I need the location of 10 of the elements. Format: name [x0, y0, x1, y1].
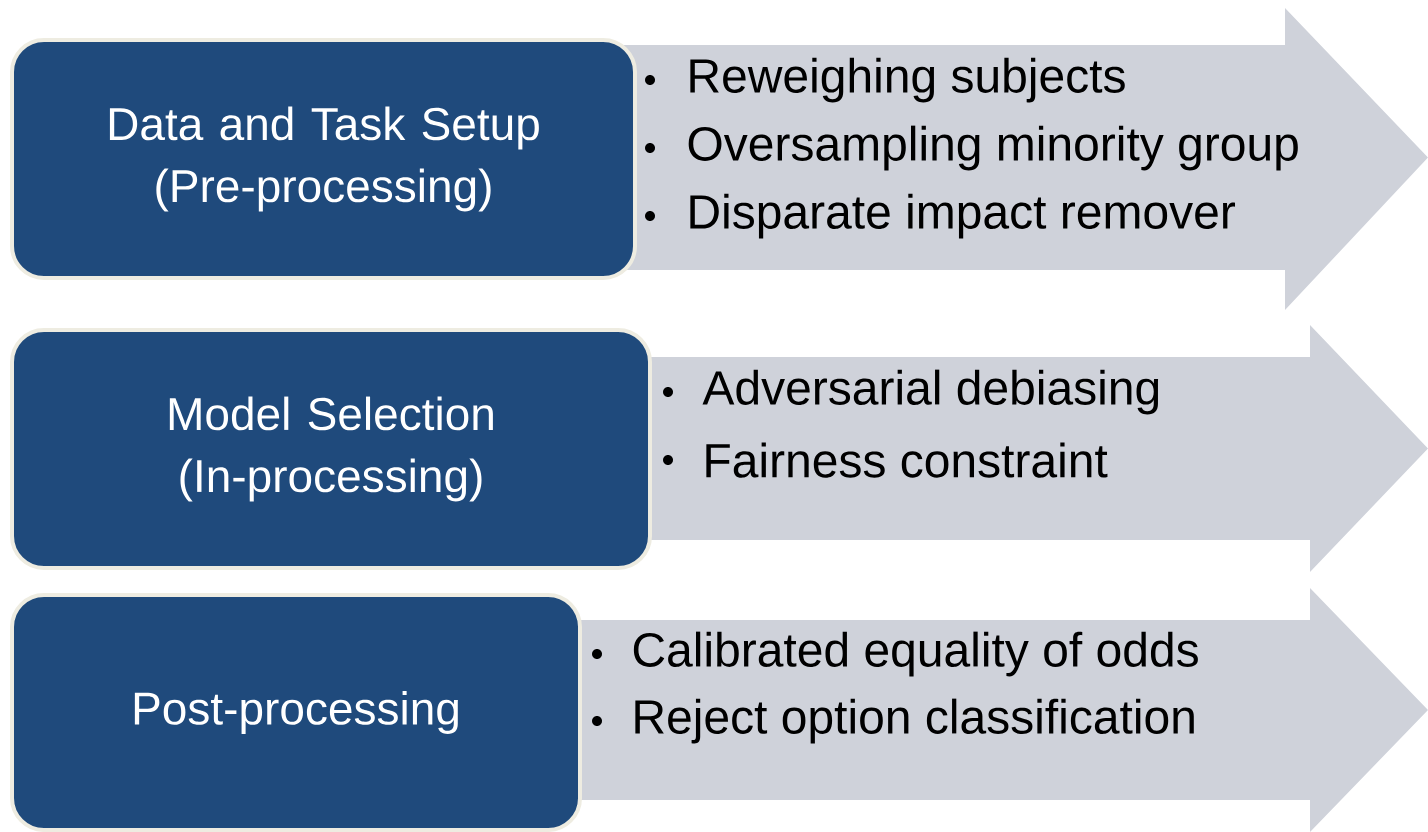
bullet-item: Fairness constraint: [663, 442, 1108, 478]
process-box: Model Selection (In-processing): [10, 328, 652, 570]
bullet-item: Disparate impact remover: [645, 193, 1235, 239]
bullet-item: Oversampling minority group: [645, 125, 1298, 171]
bullet-item: Calibrated equality of odds: [592, 631, 1198, 677]
bullet-item: Adversarial debiasing: [663, 369, 1159, 415]
process-box: Data and Task Setup (Pre-processing): [10, 38, 637, 280]
bullet-item: Reweighing subjects: [645, 57, 1125, 103]
process-box: Post-processing: [10, 593, 582, 832]
bullet-item: Reject option classification: [592, 698, 1194, 744]
